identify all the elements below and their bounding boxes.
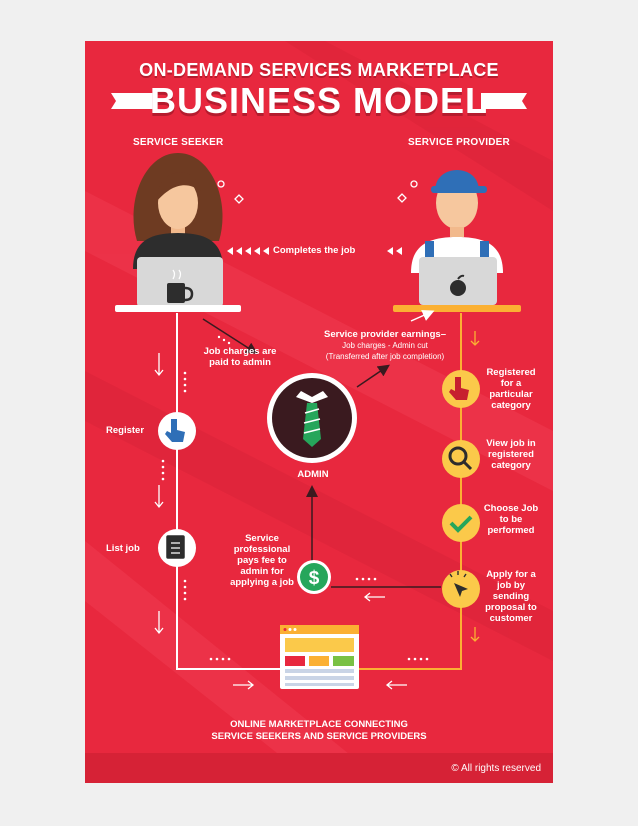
- register-step-circle: [158, 412, 196, 450]
- marketplace-line-1: ONLINE MARKETPLACE CONNECTING: [230, 719, 408, 730]
- job-charges-arrow: [202, 318, 259, 355]
- marketplace-line-2: SERVICE SEEKERS AND SERVICE PROVIDERS: [211, 731, 427, 742]
- ribbon-right: [481, 93, 521, 109]
- browser-window-icon: [280, 625, 359, 689]
- pointer-hand-icon: [165, 419, 185, 442]
- pointer-hand-icon: [449, 377, 469, 400]
- provider-label: SERVICE PROVIDER: [408, 137, 510, 148]
- service-seeker-avatar: [115, 153, 241, 312]
- dollar-icon: $: [309, 568, 320, 589]
- apply-job-text: Apply for a job by sending proposal to c…: [485, 569, 537, 624]
- earnings-line-1: Job charges - Admin cut: [342, 341, 428, 350]
- registered-category-text: Registered for a particular category: [486, 367, 536, 411]
- choose-job-step-circle: [442, 504, 480, 542]
- title-line-2: BUSINESS MODEL: [149, 80, 489, 121]
- view-job-step-circle: [442, 440, 480, 478]
- registered-step-circle: [442, 370, 480, 408]
- sparkle-icons: [217, 180, 418, 204]
- infographic: $ ON-DEMAND SERVICES MARKETPLACE BUSINES…: [85, 41, 553, 783]
- seeker-label: SERVICE SEEKER: [133, 137, 224, 148]
- provider-down-arrows: [470, 331, 480, 642]
- completes-job-text: Completes the job: [273, 245, 356, 256]
- fee-circle: $: [297, 560, 331, 594]
- tie-icon: [296, 391, 328, 447]
- earnings-line-2: (Transferred after job completion): [325, 352, 445, 361]
- earnings-title: Service provider earnings–: [324, 329, 446, 340]
- footer-text: © All rights reserved: [451, 763, 541, 774]
- checkmark-icon: [449, 515, 473, 533]
- service-provider-avatar: [393, 170, 521, 312]
- flow-decorations: [154, 353, 407, 690]
- fee-text: Service professional pays fee to admin f…: [230, 533, 294, 588]
- ribbon-left: [117, 93, 157, 109]
- title-line-1: ON-DEMAND SERVICES MARKETPLACE: [139, 60, 499, 80]
- footer-bar: [85, 753, 553, 783]
- earnings-arrow: [356, 364, 390, 388]
- cursor-click-icon: [449, 571, 468, 597]
- job-charges-text: Job charges are paid to admin: [203, 346, 277, 368]
- admin-label: ADMIN: [297, 469, 329, 480]
- register-label: Register: [106, 425, 145, 436]
- apply-step-circle: [442, 570, 480, 608]
- completes-arrows: [227, 247, 402, 255]
- list-job-step-circle: [158, 529, 196, 567]
- search-icon: [448, 446, 473, 471]
- view-job-text: View job in registered category: [486, 438, 536, 471]
- checklist-icon: [166, 535, 185, 559]
- provider-flow-line: [359, 313, 462, 670]
- apple-logo-icon: [450, 274, 466, 296]
- list-job-label: List job: [106, 543, 140, 554]
- coffee-mug-icon: [167, 269, 194, 303]
- choose-job-text: Choose Job to be performed: [483, 503, 539, 536]
- dotted-lines: [161, 371, 429, 661]
